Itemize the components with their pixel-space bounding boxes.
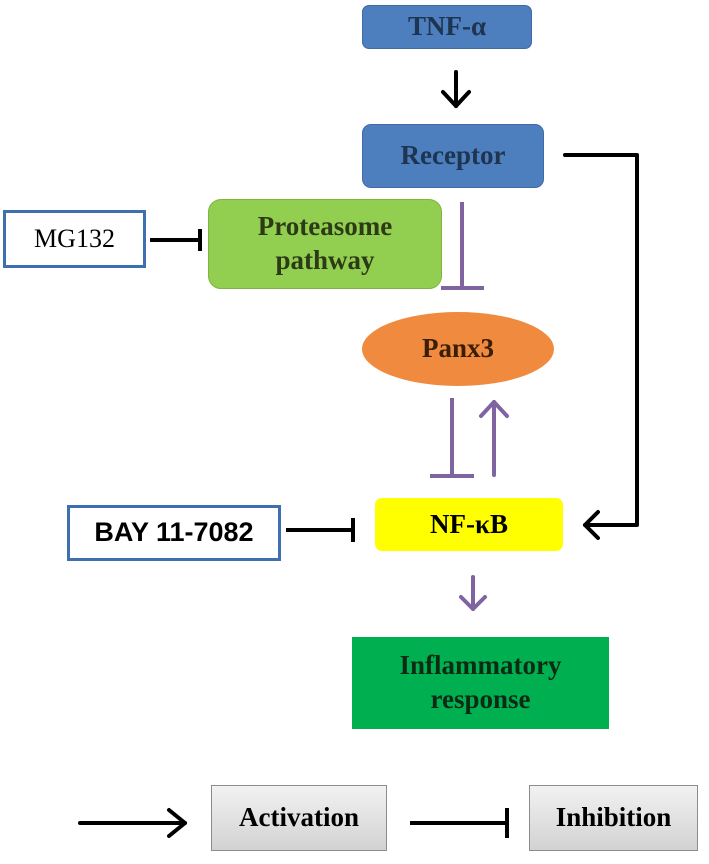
mg132-inhibits-proteasome bbox=[150, 229, 202, 251]
legend-activation-label: Activation bbox=[211, 785, 387, 851]
bay-inhibits-nfkb bbox=[286, 518, 355, 542]
panx3-inhibits-nfkb bbox=[430, 398, 474, 478]
panx3-node: Panx3 bbox=[362, 312, 554, 386]
bay-11-7082-node: BAY 11-7082 bbox=[67, 505, 281, 561]
proteasome-pathway-node: Proteasome pathway bbox=[208, 199, 442, 289]
legend-activation-arrow bbox=[78, 808, 187, 838]
receptor-node: Receptor bbox=[362, 124, 544, 188]
receptor-inhibits-panx3 bbox=[441, 202, 484, 290]
legend-inhibition-bar bbox=[410, 808, 509, 838]
nfkb-activates-panx3 bbox=[479, 400, 509, 477]
receptor-to-nfkb-arrow bbox=[563, 153, 639, 540]
mg132-node: MG132 bbox=[3, 210, 146, 268]
nfkb-to-inflammatory-arrow bbox=[459, 575, 487, 611]
tnf-to-receptor-arrow bbox=[441, 70, 471, 108]
legend-inhibition-label: Inhibition bbox=[529, 785, 698, 851]
inflammatory-response-node: Inflammatory response bbox=[352, 637, 609, 729]
nf-kb-node: NF-κB bbox=[375, 498, 563, 551]
tnf-alpha-node: TNF-α bbox=[362, 5, 532, 49]
